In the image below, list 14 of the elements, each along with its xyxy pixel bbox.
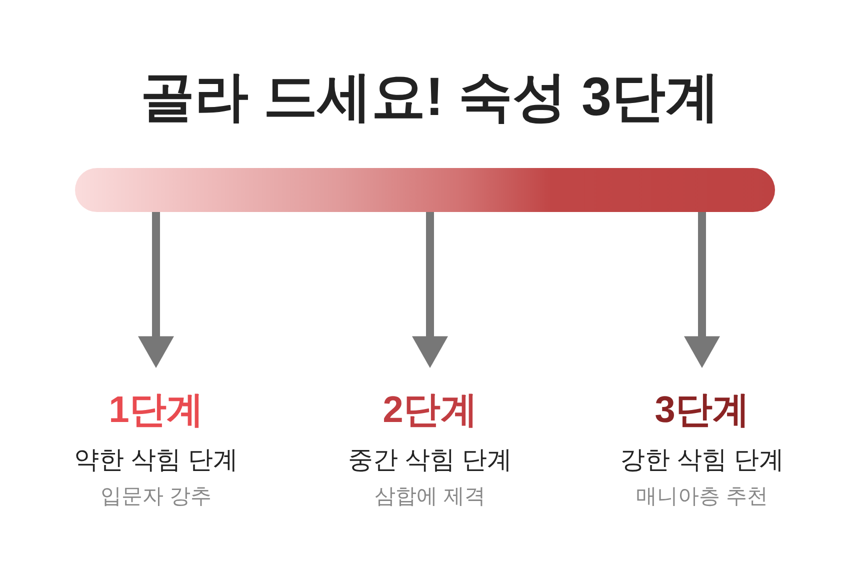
arrow xyxy=(412,212,448,368)
stage-note: 매니아층 추천 xyxy=(636,484,768,510)
stage-title: 강한 삭힘 단계 xyxy=(620,445,784,476)
stage-title: 약한 삭힘 단계 xyxy=(74,445,238,476)
stage-title: 중간 삭힘 단계 xyxy=(348,445,512,476)
title: 골라 드세요! 숙성 3단계 xyxy=(140,66,720,129)
arrow xyxy=(684,212,720,368)
stage-heading: 1단계 xyxy=(108,388,204,432)
arrow xyxy=(138,212,174,368)
stage-heading: 2단계 xyxy=(382,388,478,432)
stage-heading: 3단계 xyxy=(654,388,750,432)
stage-note: 삼합에 제격 xyxy=(374,484,486,510)
stage-note: 입문자 강추 xyxy=(100,484,212,510)
gradient-bar xyxy=(75,168,775,212)
